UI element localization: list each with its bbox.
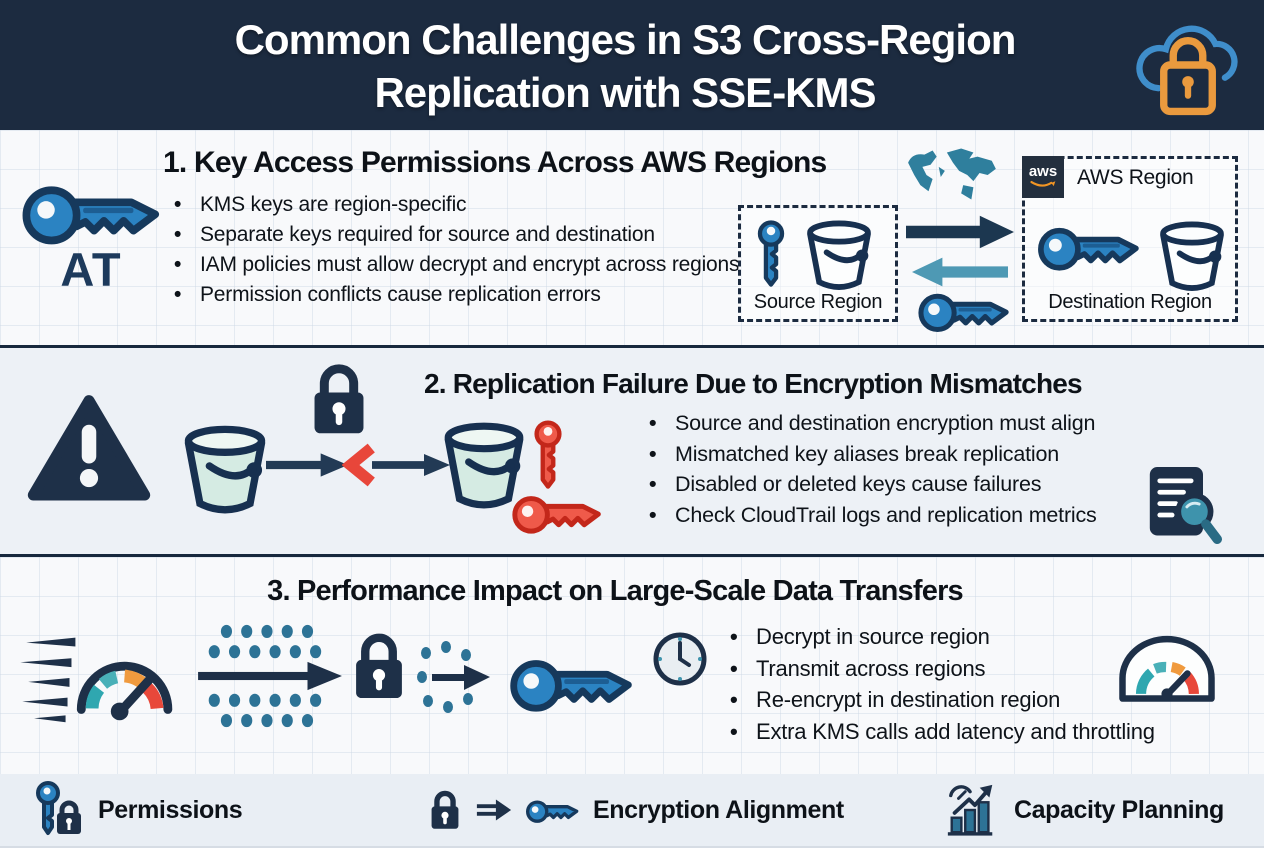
bullet-item: Permission conflicts cause replication e… (170, 280, 750, 310)
section1-bullet-list: KMS keys are region-specific Separate ke… (170, 190, 750, 310)
aws-region-label: AWS Region (1077, 166, 1194, 189)
section2-heading: 2. Replication Failure Due to Encryption… (424, 368, 1083, 399)
title-line-2: Replication with SSE-KMS (374, 68, 876, 116)
key-icon (510, 660, 632, 712)
key-icon (757, 220, 785, 287)
legend-item-permissions: Permissions (33, 774, 243, 846)
section3-heading: 3. Performance Impact on Large-Scale Dat… (267, 575, 964, 607)
bucket-icon (184, 425, 266, 514)
speedometer-icon (20, 637, 173, 723)
arrow-right-icon (372, 453, 450, 477)
red-key-icon (534, 420, 562, 489)
section-key-access: AT 1. Key Access Permissions Across AWS … (0, 130, 1264, 345)
section-performance: 3. Performance Impact on Large-Scale Dat… (0, 557, 1264, 774)
data-dots-icon (198, 624, 342, 728)
mismatch-chevron-icon (342, 443, 375, 487)
section2-bullet-list: Source and destination encryption must a… (645, 408, 1185, 530)
page-title: Common Challenges in S3 Cross-Region Rep… (110, 14, 1140, 120)
source-region-box: Source Region (738, 205, 898, 322)
padlock-icon (356, 633, 402, 699)
bullet-item: KMS keys are region-specific (170, 190, 750, 220)
bullet-item: Source and destination encryption must a… (645, 408, 1185, 439)
bullet-item: Extra KMS calls add latency and throttli… (726, 716, 1206, 748)
bullet-item: IAM policies must allow decrypt and encr… (170, 250, 750, 280)
legend-label: Permissions (98, 795, 243, 824)
bucket-icon (1160, 221, 1224, 291)
clock-icon (653, 632, 707, 686)
capacity-chart-icon (947, 784, 993, 836)
key-icon (22, 186, 160, 245)
bucket-icon (444, 422, 524, 509)
bullet-item: Transmit across regions (726, 653, 1206, 685)
destination-region-label: Destination Region (1048, 291, 1212, 313)
key-icon (918, 293, 1009, 333)
aws-logo-text: aws (1028, 162, 1058, 180)
key-icon (1038, 227, 1139, 271)
world-map-icon (908, 148, 996, 200)
bullet-item: Separate keys required for source and de… (170, 220, 750, 250)
red-key-icon (512, 496, 601, 534)
bullet-item: Decrypt in source region (726, 621, 1206, 653)
destination-region-box: aws AWS Region Dest (1022, 156, 1238, 322)
aws-logo: aws (1022, 156, 1064, 198)
section-replication-failure: 2. Replication Failure Due to Encryption… (0, 345, 1264, 557)
bullet-item: Check CloudTrail logs and replication me… (645, 500, 1185, 531)
cloud-lock-icon (1136, 25, 1238, 116)
key-caption: AT (60, 243, 122, 296)
section1-heading: 1. Key Access Permissions Across AWS Reg… (163, 146, 827, 179)
padlock-icon (431, 790, 459, 829)
legend-label: Encryption Alignment (593, 795, 844, 824)
bullet-item: Mismatched key aliases break replication (645, 439, 1185, 470)
bullet-item: Re-encrypt in destination region (726, 684, 1206, 716)
arrow-right-icon (266, 453, 348, 477)
gauge-icon (1119, 635, 1215, 702)
header-banner: Common Challenges in S3 Cross-Region Rep… (0, 0, 1264, 130)
title-line-1: Common Challenges in S3 Cross-Region (234, 16, 1017, 63)
aws-smile-icon (1030, 180, 1056, 187)
source-region-label: Source Region (753, 291, 883, 313)
bucket-icon (807, 220, 871, 290)
legend-item-encryption-alignment: Encryption Alignment (428, 774, 844, 846)
legend-bar: Permissions Encryption Alignment (0, 774, 1264, 848)
key-icon (526, 800, 579, 823)
arrow-right-icon (906, 215, 1014, 249)
key-lock-icon (36, 781, 81, 835)
legend-label: Capacity Planning (1014, 795, 1224, 824)
legend-item-capacity-planning: Capacity Planning (943, 774, 1224, 846)
document-magnifier-icon (1149, 467, 1222, 544)
double-arrow-icon (476, 799, 512, 821)
data-dots-icon (417, 641, 490, 713)
bullet-item: Disabled or deleted keys cause failures (645, 469, 1185, 500)
section3-bullet-list: Decrypt in source region Transmit across… (726, 621, 1206, 747)
arrow-left-icon (912, 257, 1008, 287)
warning-icon (27, 395, 151, 501)
padlock-icon (314, 364, 364, 434)
